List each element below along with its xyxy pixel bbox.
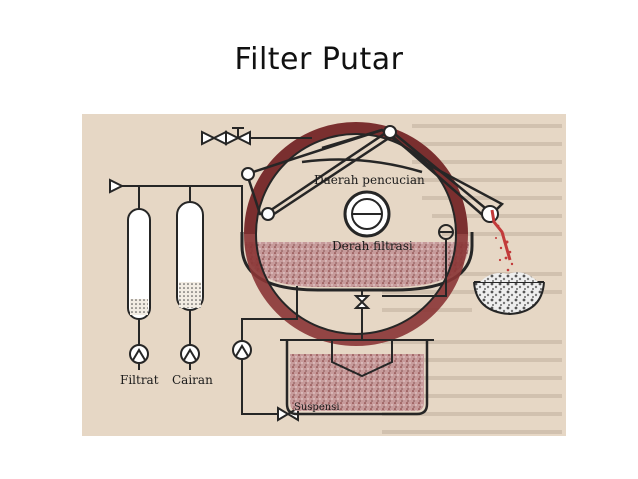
drain-line	[353, 239, 447, 340]
vent-outlet	[109, 178, 243, 232]
suspension-tank	[280, 339, 434, 416]
filtrate-pump	[129, 319, 149, 370]
label-filtrate: Filtrat	[120, 373, 159, 387]
center-valve	[343, 190, 391, 238]
liquid-pump	[180, 310, 200, 370]
filtrate-vessel	[127, 208, 151, 320]
slurry-trough	[240, 232, 474, 292]
label-wash-zone: Daerah pencucian	[314, 173, 425, 187]
cake-bowl	[473, 272, 545, 316]
label-filtration-zone: Derah filtrasi	[332, 239, 413, 253]
diagram-canvas: Daerah pencucian Derah filtrasi Filtrat …	[82, 114, 566, 436]
slide-title: Filter Putar	[234, 42, 404, 77]
label-suspension: Suspensi	[294, 402, 340, 413]
wash-inlet	[201, 127, 312, 146]
rotary-filter-diagram: Daerah pencucian Derah filtrasi Filtrat …	[82, 114, 566, 436]
wash-hood	[245, 128, 505, 216]
label-liquid: Cairan	[172, 373, 213, 387]
conveyor-belt	[267, 128, 491, 220]
liquid-vessel	[176, 201, 204, 311]
belt-rollers	[241, 125, 499, 223]
